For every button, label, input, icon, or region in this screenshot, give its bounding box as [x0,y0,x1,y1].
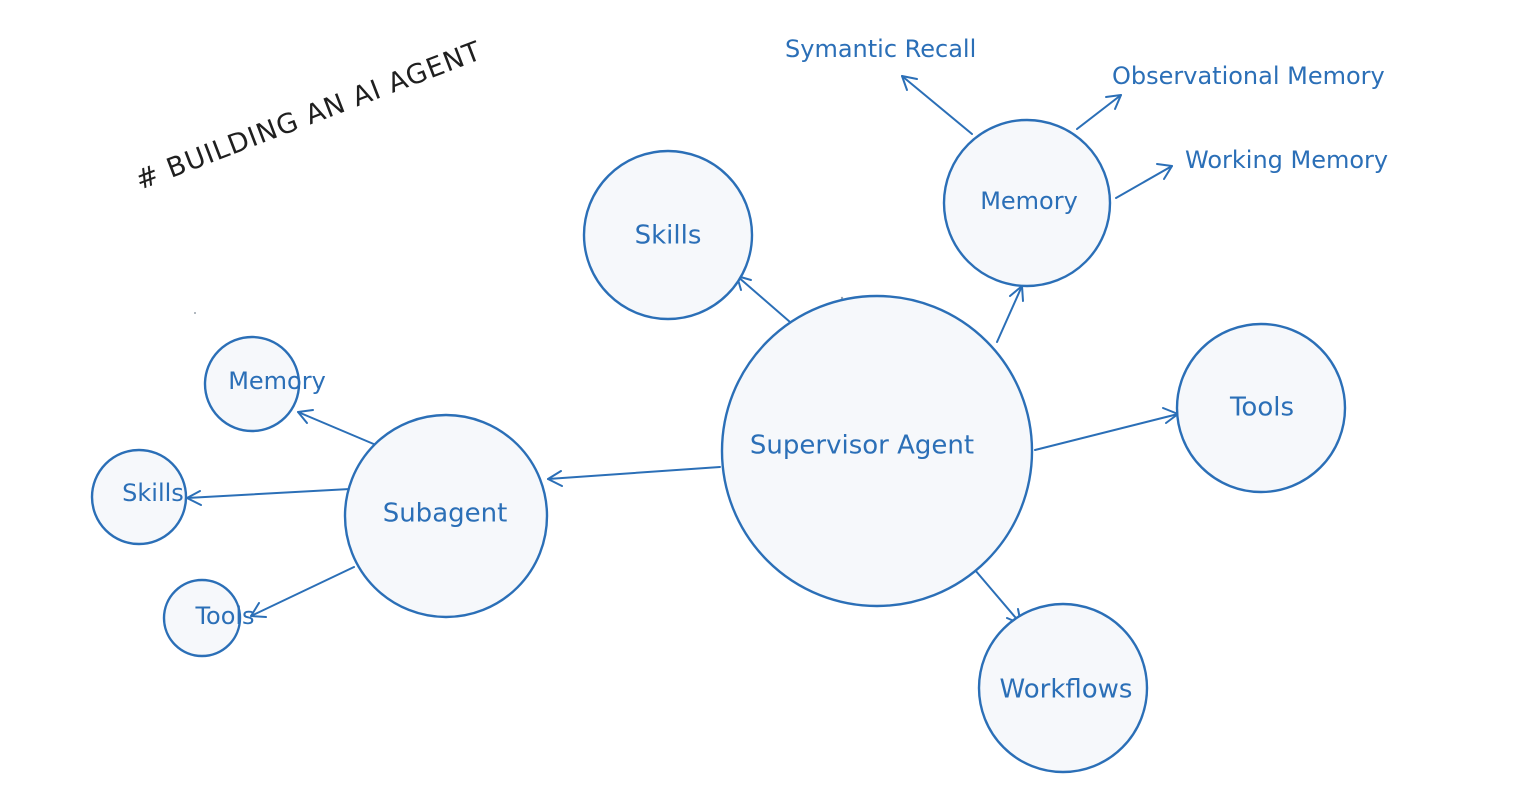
working-memory-label: Working Memory [1185,146,1388,174]
node-supervisor-agent: Supervisor Agent [720,294,1034,608]
edge-memory-symantic-recall [901,75,973,135]
tools-label: Tools [1229,393,1294,423]
symantic-recall-label: Symantic Recall [785,35,976,63]
skills-sub-label: Skills [122,479,184,507]
node-memory: Memory [942,118,1112,288]
edge-subagent-tools [250,566,355,618]
node-subagent: Subagent [343,413,549,619]
edge-memory-observational [1076,94,1122,130]
observational-memory-label: Observational Memory [1112,62,1385,90]
skills-label: Skills [635,221,702,251]
memory-label: Memory [980,187,1078,215]
edge-memory-working [1115,163,1173,199]
memory-sub-label: Memory [228,367,326,395]
edge-supervisor-memory [996,285,1024,343]
edge-subagent-memory [297,409,377,446]
stray-dot [840,296,844,300]
node-workflows: Workflows [977,602,1149,774]
node-skills-sub: Skills [90,448,188,546]
edge-supervisor-workflows [974,569,1022,625]
node-memory-sub: Memory [203,335,326,433]
workflows-label: Workflows [1000,675,1133,705]
subagent-label: Subagent [383,499,508,529]
node-tools-sub: Tools [162,578,255,658]
edge-supervisor-skills [736,275,791,323]
stray-dot [194,312,196,314]
tools-sub-label: Tools [194,602,254,630]
edge-supervisor-tools [1034,407,1179,451]
edge-supervisor-subagent [547,466,721,487]
diagram-title: # BUILDING AN AI AGENT [131,36,486,197]
node-skills: Skills [582,149,754,321]
supervisor-agent-label: Supervisor Agent [750,431,974,461]
edge-subagent-skills [186,488,351,506]
node-tools: Tools [1175,322,1347,494]
title-text: # BUILDING AN AI AGENT [131,36,486,197]
